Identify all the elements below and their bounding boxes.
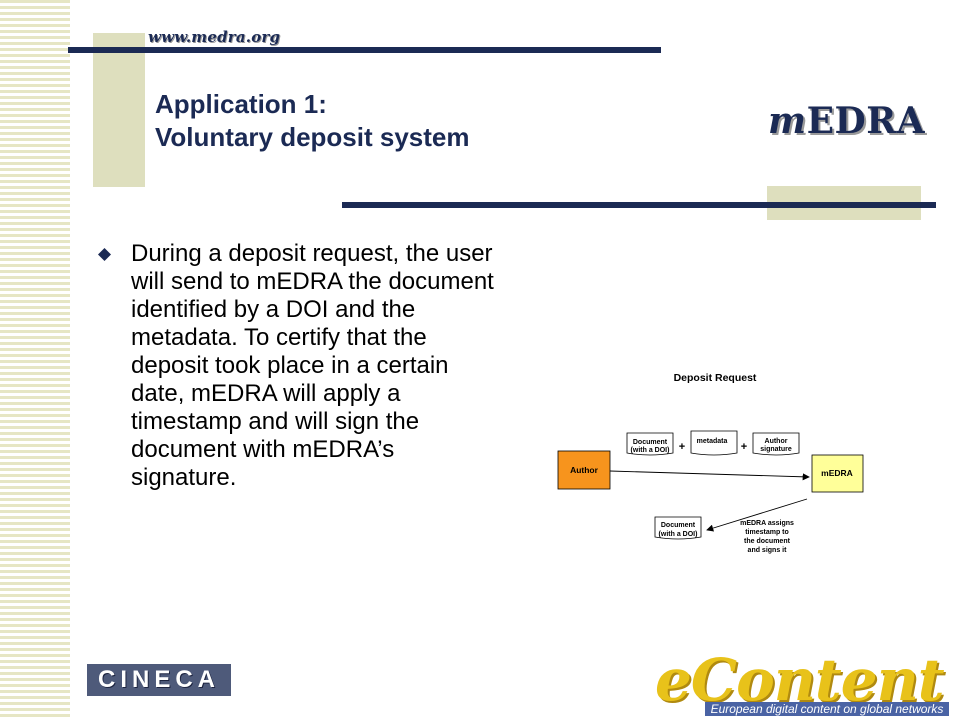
metadata-icon [690,430,738,456]
plus-sign-2: + [741,441,747,453]
assign-line-4: and signs it [748,547,788,554]
author-box [557,450,611,490]
econtent-tagline: European digital content on global netwo… [705,702,949,716]
site-url[interactable]: www.medra.org [148,28,281,46]
bullet-text: During a deposit request, the user will … [131,240,494,491]
title-line-1: Application 1: [155,89,327,119]
title-line-2: Voluntary deposit system [155,122,470,152]
assign-line-1: mEDRA assigns [740,520,794,527]
assign-line-3: the document [744,538,791,545]
diagram-title: Deposit Request [674,372,757,384]
assign-line-2: timestamp to [745,529,789,536]
document-icon-1 [626,432,674,456]
plus-sign-1: + [679,441,685,453]
signature-icon [752,432,800,456]
logo-suffix: EDRA [806,100,926,142]
diamond-bullet-icon [98,248,111,261]
medra-logo: mEDRA [768,100,925,142]
title-accent-block [93,33,145,187]
medra-box [811,454,864,493]
request-arrow [609,470,810,481]
metadata-label: metadata [697,438,728,445]
slide-title: Application 1: Voluntary deposit system [155,88,470,154]
cineca-logo-text: CINECA [97,666,220,693]
doc2-line-2: (with a DOI) [659,531,698,538]
sig-line-2: signature [760,446,792,453]
document-icon-2 [654,516,702,540]
response-arrow [706,498,808,532]
author-box-label: Author [570,465,599,475]
striped-side-band [0,0,70,720]
middle-rule [342,202,936,208]
doc2-line-1: Document [661,522,696,529]
cineca-logo: CINECA [87,664,231,696]
econtent-logo: eContent European digital content on glo… [655,646,955,720]
logo-prefix: m [768,100,807,142]
doc1-line-2: (with a DOI) [631,447,670,454]
sig-line-1: Author [765,438,788,445]
medra-box-label: mEDRA [821,468,853,478]
top-rule [68,47,661,53]
deposit-request-diagram: Deposit Request Author mEDRA Document (w… [555,367,875,567]
diagram-canvas: Deposit Request Author mEDRA Document (w… [557,372,864,554]
doc1-line-1: Document [633,439,668,446]
